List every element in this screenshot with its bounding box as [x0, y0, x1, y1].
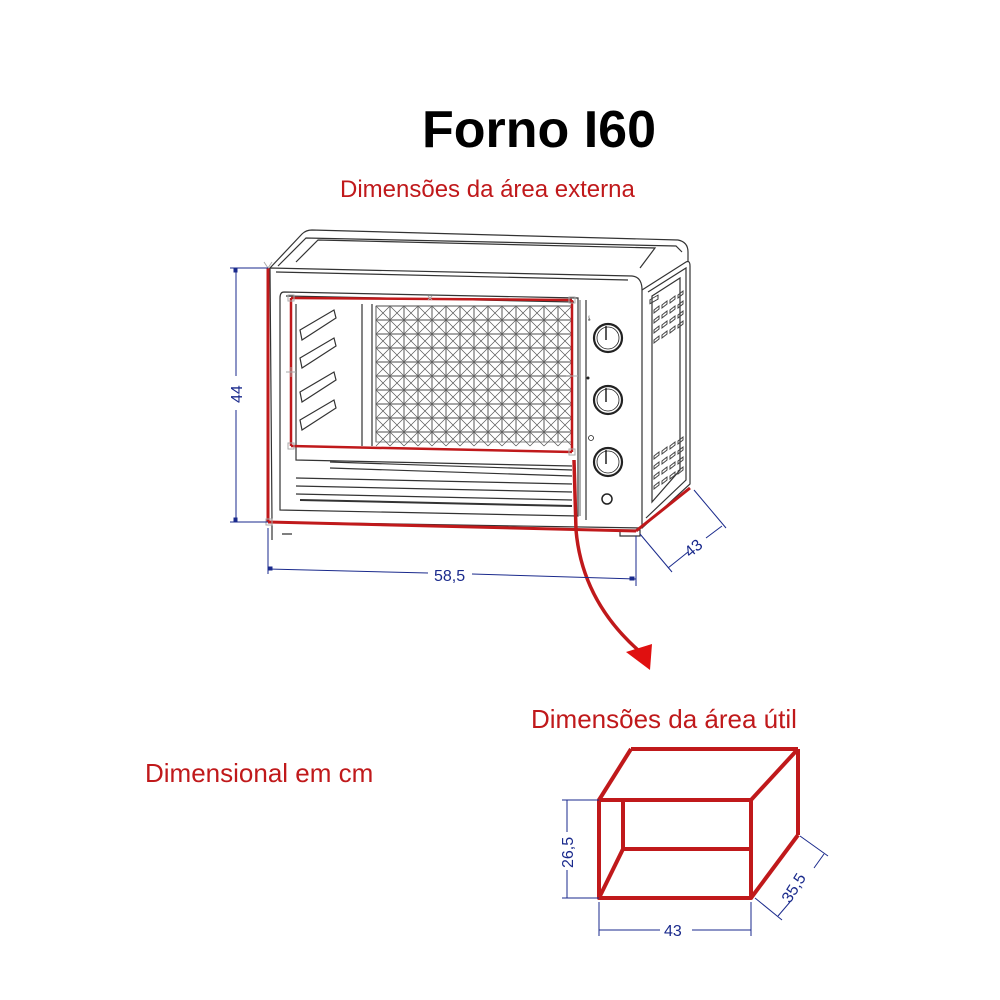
page-title: Forno I60 [421, 101, 657, 159]
temperature-knob[interactable] [592, 322, 624, 354]
external-height-value: 44 [229, 385, 246, 403]
useful-width-value: 43 [664, 923, 682, 940]
control-knobs: 🌡 [586, 315, 624, 505]
useful-dimensions [562, 799, 829, 936]
useful-depth-value: 35,5 [779, 871, 810, 907]
external-dimensions [230, 267, 727, 586]
oven-illustration [269, 229, 691, 540]
unit-note: Dimensional em cm [145, 758, 374, 788]
function-knob[interactable] [592, 384, 624, 416]
external-area-label: Dimensões da área externa [340, 176, 635, 203]
external-depth-value: 43 [682, 537, 707, 562]
external-width-value: 58,5 [434, 568, 465, 585]
external-outline [266, 268, 691, 533]
useful-area-label: Dimensões da área útil [531, 704, 797, 734]
red-arrow-icon [572, 459, 652, 670]
side-vents [653, 289, 684, 491]
useful-height-value: 26,5 [560, 837, 577, 868]
timer-knob[interactable] [592, 446, 624, 478]
indicator-light-icon [601, 493, 613, 505]
useful-area-box [597, 747, 800, 900]
svg-text:🌡: 🌡 [586, 315, 592, 322]
oven-back-mesh [375, 305, 573, 447]
